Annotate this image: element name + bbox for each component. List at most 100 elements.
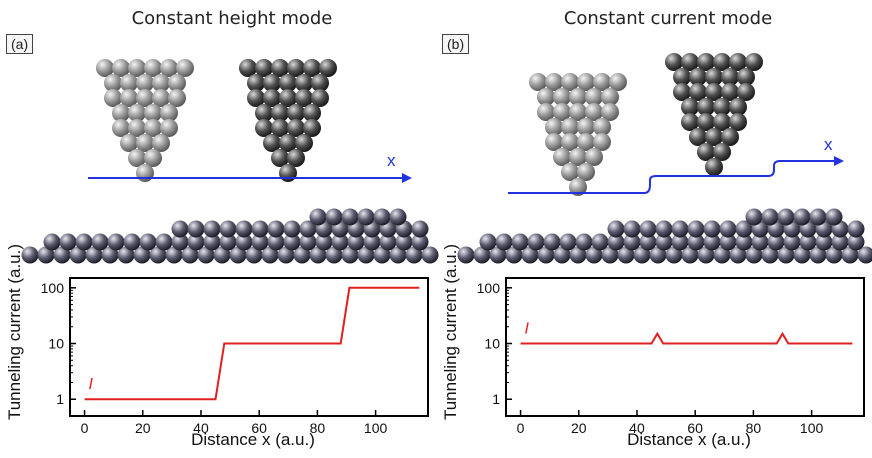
surface-atom: [203, 233, 221, 251]
panel-title: Constant current mode: [563, 8, 773, 29]
tip-atom: [681, 53, 699, 71]
y-tick-label: 100: [41, 280, 65, 296]
surface-atom: [59, 233, 77, 251]
surface-atom: [213, 246, 231, 264]
tip-atom: [287, 104, 305, 122]
surface-atom: [171, 220, 189, 238]
surface-atom: [21, 246, 39, 264]
surface-atom: [267, 233, 285, 251]
tip-atom: [569, 148, 587, 166]
surface-atom: [681, 246, 699, 264]
surface-atom: [559, 233, 577, 251]
surface-atom: [299, 220, 317, 238]
surface-atom: [139, 233, 157, 251]
tip-atom: [689, 83, 707, 101]
surface-atom: [411, 220, 429, 238]
tip-atom: [279, 89, 297, 107]
surface-atom: [197, 246, 215, 264]
tip-atom: [529, 73, 547, 91]
tip-atom: [112, 59, 130, 77]
tip-atom: [545, 73, 563, 91]
surface-atom: [457, 246, 475, 264]
surface-atom: [181, 246, 199, 264]
surface-atom: [607, 220, 625, 238]
tip-atom: [287, 119, 305, 137]
arrow-head: [834, 156, 844, 166]
surface-atom: [421, 246, 439, 264]
surface-atom: [85, 246, 103, 264]
surface-atom: [473, 246, 491, 264]
surface-atom: [107, 233, 125, 251]
tip-atom: [239, 59, 257, 77]
surface-atom: [171, 233, 189, 251]
surface-atom: [133, 246, 151, 264]
tip-atom: [152, 134, 170, 152]
surface-atom: [511, 233, 529, 251]
tip-atom: [152, 89, 170, 107]
surface-atom: [655, 233, 673, 251]
tip-atom: [713, 53, 731, 71]
x-tick-label: 100: [800, 420, 824, 436]
tip-atom: [561, 118, 579, 136]
x-tick-label: 80: [746, 420, 762, 436]
panel-tag: (a): [6, 34, 34, 54]
surface-atom: [187, 220, 205, 238]
surface-atom: [735, 220, 753, 238]
surface-atom: [799, 233, 817, 251]
tip-atom: [279, 74, 297, 92]
tip-atom: [295, 89, 313, 107]
surface-atom: [245, 246, 263, 264]
plot-frame: [69, 277, 429, 417]
surface-atom: [697, 246, 715, 264]
tip-atom: [303, 59, 321, 77]
x-tick-label: 0: [81, 420, 89, 436]
surface-atom: [229, 246, 247, 264]
tip-atom: [255, 104, 273, 122]
tip-atom: [263, 89, 281, 107]
surface-atom: [591, 233, 609, 251]
tip-atom: [681, 98, 699, 116]
surface-atom: [123, 233, 141, 251]
tip-atom: [120, 89, 138, 107]
tip-scan-path: [88, 173, 412, 183]
tip-atom: [689, 68, 707, 86]
surface-atom: [639, 233, 657, 251]
tip-atom: [255, 119, 273, 137]
tip-atom: [247, 74, 265, 92]
surface-atom: [687, 233, 705, 251]
tip-atom: [144, 104, 162, 122]
surface-atom: [751, 233, 769, 251]
surface-atom: [767, 233, 785, 251]
tip-atom: [585, 148, 603, 166]
tip-atom: [144, 59, 162, 77]
tip-atom: [721, 68, 739, 86]
atomic-surface: [21, 208, 439, 264]
surface-atom: [235, 220, 253, 238]
tip-atom: [545, 133, 563, 151]
tip-atom: [537, 103, 555, 121]
tip-atom: [601, 88, 619, 106]
x-tick-label: 60: [251, 420, 267, 436]
tip-atom: [673, 68, 691, 86]
tip-atom: [247, 89, 265, 107]
tip-atom: [673, 83, 691, 101]
tip-atom: [585, 103, 603, 121]
tip-atom: [729, 98, 747, 116]
surface-atom: [623, 233, 641, 251]
tip-atom: [136, 164, 154, 182]
surface-atom: [809, 246, 827, 264]
tip-atom: [295, 74, 313, 92]
surface-atom: [149, 246, 167, 264]
surface-atom: [53, 246, 71, 264]
surface-atom: [43, 233, 61, 251]
surface-atom: [543, 233, 561, 251]
surface-atom: [389, 246, 407, 264]
surface-atom: [363, 233, 381, 251]
tip-atom: [136, 74, 154, 92]
surface-atom: [793, 246, 811, 264]
surface-atom: [569, 246, 587, 264]
